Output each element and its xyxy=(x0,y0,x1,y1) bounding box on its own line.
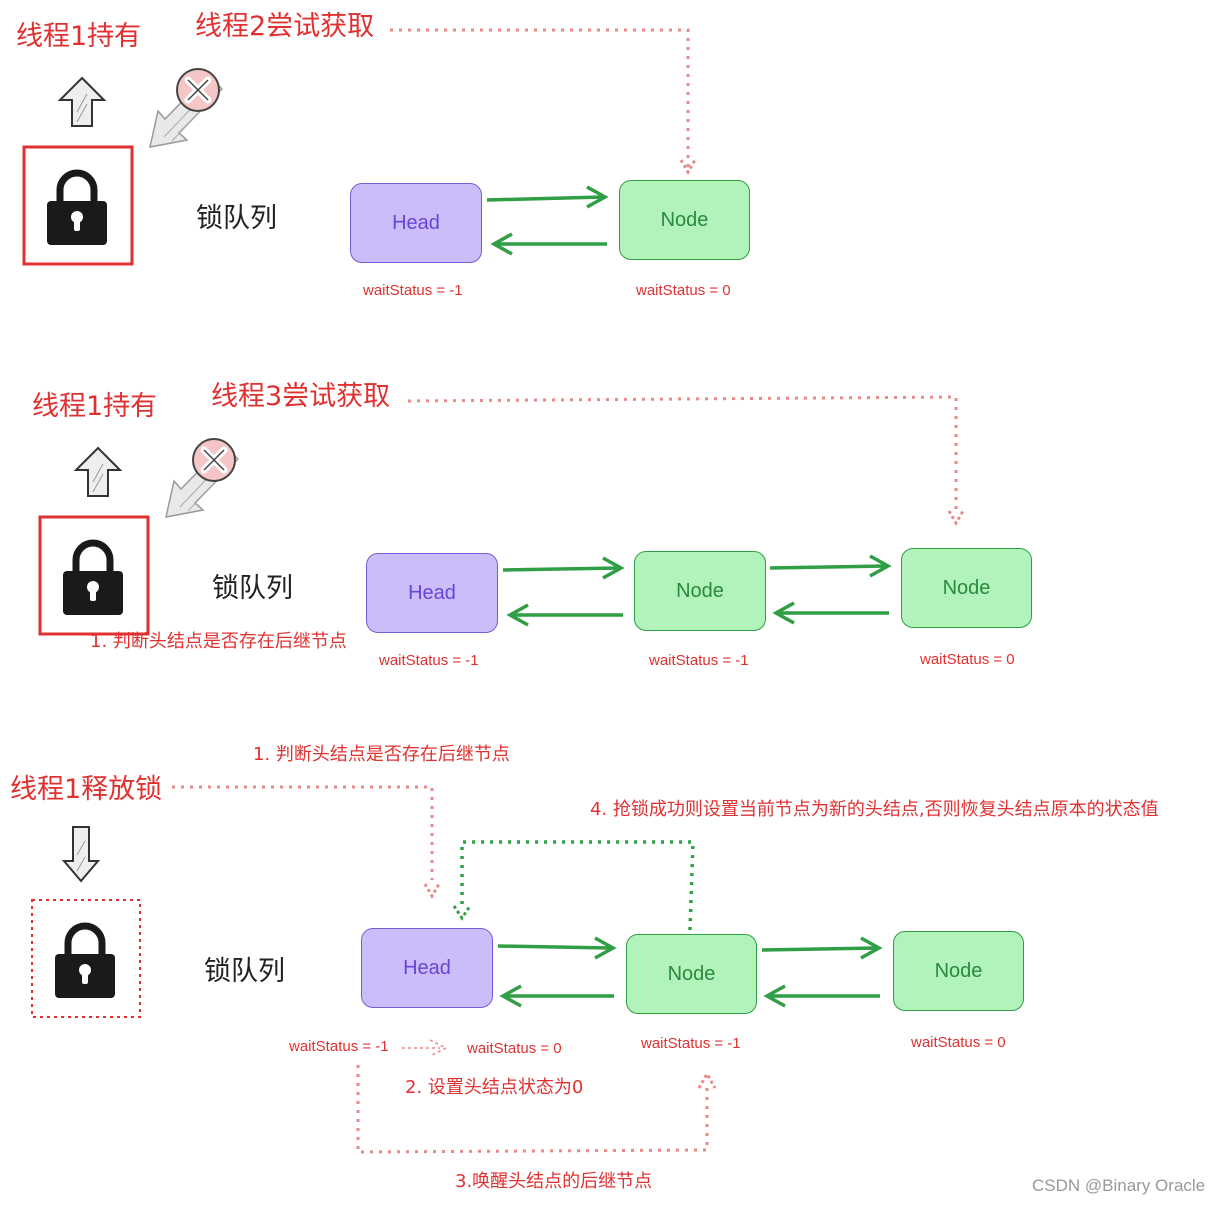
queue-node: Node xyxy=(619,180,750,260)
arrowhead xyxy=(860,936,883,960)
queue-node: Node xyxy=(626,934,757,1014)
dotted-connector xyxy=(407,395,958,512)
arrowhead xyxy=(763,984,786,1008)
head-node: Head xyxy=(366,553,498,633)
head-status: waitStatus = -1 xyxy=(379,652,479,669)
step-1: 1. 判断头结点是否存在后继节点 xyxy=(253,744,510,765)
cross-icon xyxy=(193,439,235,481)
step-2: 2. 设置头结点状态为0 xyxy=(405,1077,584,1098)
attempt-label: 线程3尝试获取 xyxy=(211,381,391,412)
arrowhead xyxy=(947,509,965,525)
lock-frame xyxy=(22,145,134,266)
node-status: waitStatus = -1 xyxy=(649,652,749,669)
step-3: 3.唤醒头结点的后继节点 xyxy=(455,1171,653,1192)
head-node: Head xyxy=(361,928,493,1008)
dotted-connector xyxy=(172,785,434,880)
next-arrow xyxy=(502,566,620,572)
queue-label: 锁队列 xyxy=(204,956,285,987)
node-status: waitStatus = -1 xyxy=(641,1035,741,1052)
dotted-connector xyxy=(460,840,695,931)
lock-icon xyxy=(63,543,123,615)
arrow-up-icon xyxy=(75,447,121,497)
cross-icon xyxy=(177,69,219,111)
node-status: waitStatus = 0 xyxy=(636,282,731,299)
release-label: 线程1释放锁 xyxy=(10,774,163,805)
dotted-connector xyxy=(356,1065,709,1154)
next-arrow xyxy=(497,944,611,950)
head-node: Head xyxy=(350,183,482,263)
arrowhead xyxy=(869,554,892,578)
arrowhead xyxy=(423,882,441,898)
queue-node: Node xyxy=(901,548,1032,628)
arrowhead xyxy=(586,185,609,209)
arrowhead xyxy=(490,232,513,256)
arrowhead xyxy=(772,601,795,625)
arrow-down-icon xyxy=(63,826,99,882)
next-arrow xyxy=(761,946,878,952)
arrowhead xyxy=(499,984,522,1008)
arrowhead xyxy=(594,936,617,960)
dotted-connector xyxy=(390,28,690,168)
head-status: waitStatus = -1 xyxy=(363,282,463,299)
lock-icon xyxy=(55,926,115,998)
holder-label: 线程1持有 xyxy=(16,21,142,52)
node-status: waitStatus = 0 xyxy=(911,1034,1006,1051)
lock-icon xyxy=(47,173,107,245)
queue-label: 锁队列 xyxy=(212,573,293,604)
arrowhead xyxy=(452,905,472,921)
holder-label: 线程1持有 xyxy=(32,391,158,422)
queue-label: 锁队列 xyxy=(196,203,277,234)
arrowhead xyxy=(602,556,625,580)
watermark: CSDN @Binary Oracle xyxy=(1032,1176,1206,1195)
queue-node: Node xyxy=(634,551,766,631)
arrow-up-icon xyxy=(59,77,105,127)
step-4: 4. 抢锁成功则设置当前节点为新的头结点,否则恢复头结点原本的状态值 xyxy=(590,799,1159,820)
queue-node: Node xyxy=(893,931,1024,1011)
head-status-old: waitStatus = -1 xyxy=(289,1038,389,1055)
arrowhead xyxy=(697,1070,717,1089)
arrowhead xyxy=(506,603,529,627)
node-status: waitStatus = 0 xyxy=(920,651,1015,668)
attempt-label: 线程2尝试获取 xyxy=(195,11,375,42)
next-arrow xyxy=(769,564,887,570)
lock-frame xyxy=(38,515,150,636)
step-note: 1. 判断头结点是否存在后继节点 xyxy=(90,631,347,652)
next-arrow xyxy=(486,195,604,202)
head-status-new: waitStatus = 0 xyxy=(467,1040,562,1057)
